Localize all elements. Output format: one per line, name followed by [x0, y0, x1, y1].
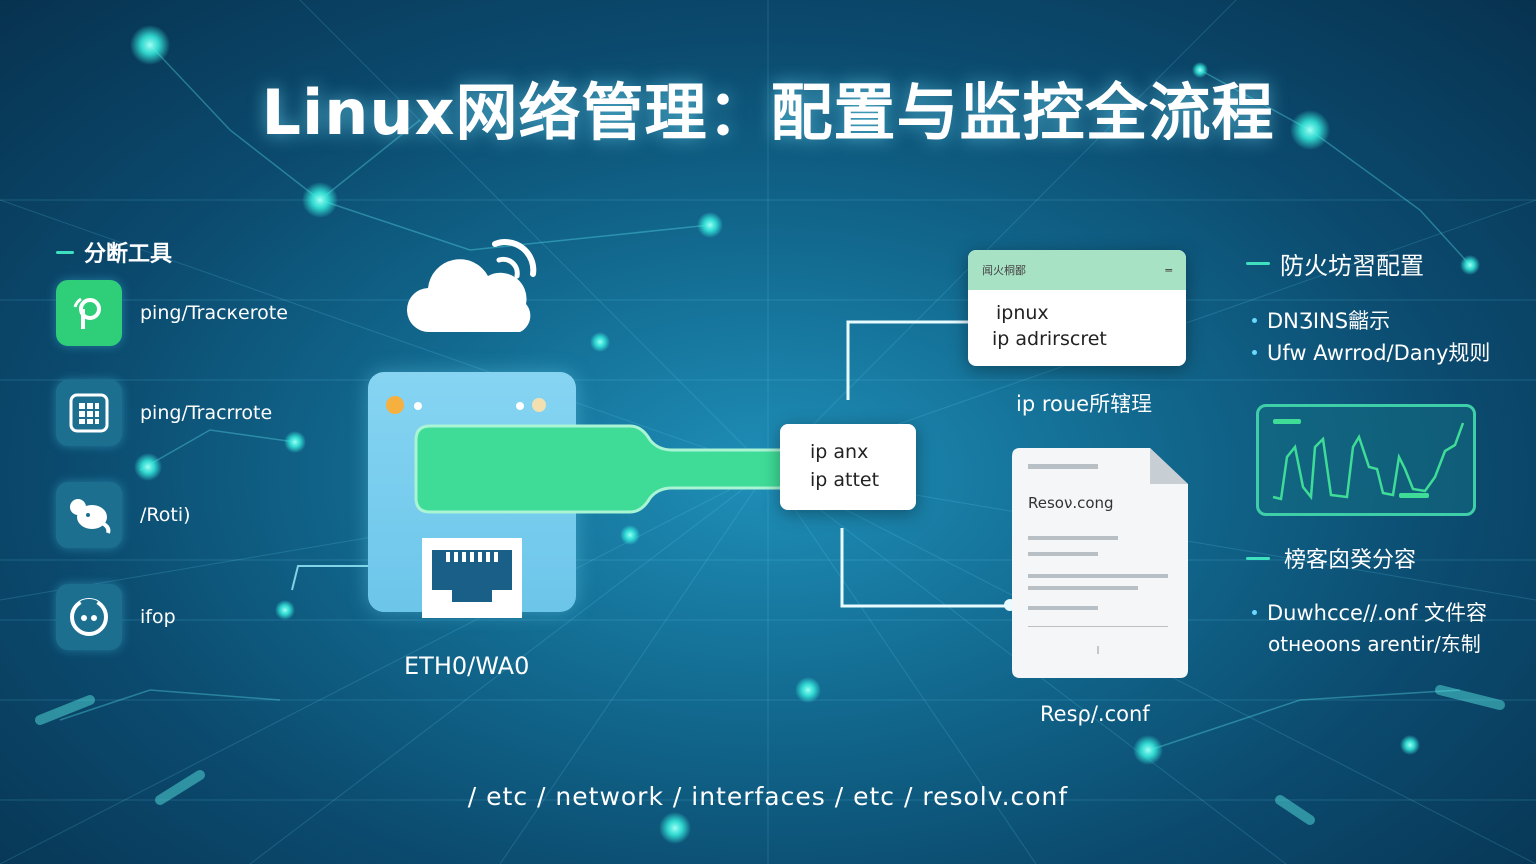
traffic-graph: [1272, 419, 1465, 501]
document-icon: [1012, 448, 1188, 678]
card-header: 闻火桐鄙 ═: [968, 250, 1186, 290]
config-file-path: / etc / network / interfaces / etc / res…: [467, 782, 1069, 811]
ethernet-cable: [414, 424, 790, 514]
command-line: ipnux: [996, 302, 1049, 324]
firewall-bullet: Ufw Awrrod/Dany规则: [1252, 337, 1490, 367]
grid-app-icon: [56, 380, 122, 446]
menu-icon[interactable]: ═: [1165, 263, 1172, 277]
card-body: ipnux ip adrirscret: [968, 290, 1186, 352]
heading-dash: [56, 250, 74, 254]
indicator-dot-icon: [414, 402, 422, 410]
page-title: Linux网络管理：配置与监控全流程: [261, 76, 1275, 149]
command-line: ip anx: [810, 441, 869, 463]
tool-item-route[interactable]: /Roti): [56, 482, 191, 548]
ip-command-card: 闻火桐鄙 ═ ipnux ip adrirscret: [968, 250, 1186, 366]
status-led-icon: [386, 396, 404, 414]
tool-label: ifop: [140, 606, 176, 628]
p-logo-icon: [56, 280, 122, 346]
monitor-bullet-continuation: otнeoons arentir/东制: [1268, 632, 1481, 656]
tools-section-heading: 分断工具: [56, 236, 172, 268]
heading-dash: [1246, 556, 1270, 560]
command-line: ip adrirscret: [992, 328, 1107, 350]
ethernet-port-icon: [422, 538, 522, 618]
card-header-text: 闻火桐鄙: [982, 264, 1026, 277]
cloud-icon: [406, 239, 537, 333]
indicator-dot-icon: [516, 402, 524, 410]
monitor-section-heading: 榜客囟癸分容: [1246, 542, 1416, 574]
monitor-heading-text: 榜客囟癸分容: [1284, 548, 1417, 573]
command-line: ip attet: [810, 469, 880, 491]
bullet-dot: [1252, 349, 1257, 355]
firewall-bullet: DNƷINS龤示: [1252, 305, 1390, 335]
tool-label: ping/Tracrrote: [140, 402, 273, 424]
elephant-icon: [56, 482, 122, 548]
circle-dots-icon: [56, 584, 122, 650]
traffic-monitor-panel: [1256, 404, 1476, 516]
document-title: Resoν.cong: [1028, 494, 1114, 512]
tool-label: /Roti): [140, 504, 191, 526]
indicator-dot-icon: [532, 398, 546, 412]
tool-item-traceroute[interactable]: ping/Tracrrote: [56, 380, 272, 446]
device-label: ETH0/WA0: [404, 652, 530, 680]
tool-item-iftop[interactable]: ifop: [56, 584, 176, 650]
bullet-dot: [1252, 317, 1257, 323]
monitor-bullet: Duwhcce//.onf 文件容: [1252, 597, 1487, 627]
firewall-heading-text: 防火坊習配置: [1280, 252, 1424, 280]
resolv-conf-document: Resoν.cong: [1012, 448, 1188, 678]
tool-item-ping-traceroute[interactable]: ping/Tracкerote: [56, 280, 288, 346]
bullet-dot: [1252, 609, 1257, 615]
bullet-text: DNƷINS龤示: [1267, 309, 1391, 333]
document-caption: Resρ/.conf: [1040, 702, 1150, 726]
command-box: ip anx ip attet: [780, 424, 916, 510]
heading-dash: [1246, 262, 1270, 265]
bullet-text: Ufw Awrrod/Dany规则: [1267, 341, 1491, 365]
route-caption: ip roue所辖珵: [1016, 392, 1153, 416]
firewall-section-heading: 防火坊習配置: [1246, 246, 1424, 281]
tools-heading-text: 分断工具: [84, 242, 173, 267]
bullet-text: Duwhcce//.onf 文件容: [1267, 601, 1488, 625]
tool-label: ping/Tracкerote: [140, 302, 288, 324]
